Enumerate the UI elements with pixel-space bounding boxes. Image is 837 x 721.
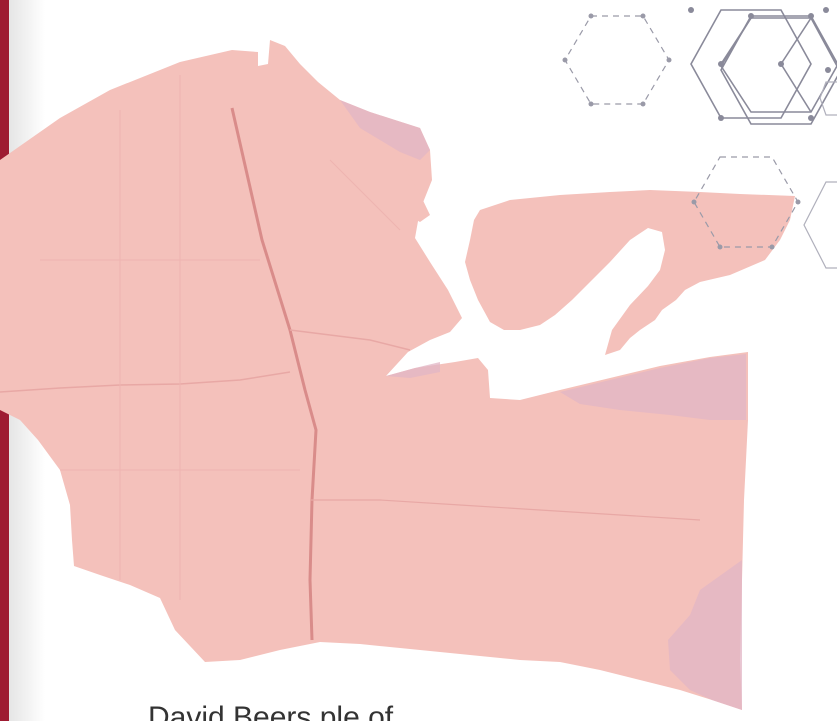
map-east-peninsula (465, 190, 795, 355)
map-road-west (0, 371, 291, 393)
map-highway (230, 107, 318, 641)
map-wetland-south (668, 560, 742, 710)
map-roads (0, 75, 701, 641)
hexagon-solid-cluster (690, 9, 837, 125)
map-road-south (310, 499, 701, 521)
map-road-grid-5 (329, 159, 401, 231)
map-wetland-southeast (560, 354, 746, 420)
map-landmass (0, 40, 795, 710)
hexagon-partial (803, 81, 837, 269)
hexagon-dashed-2-nodes (691, 199, 801, 250)
hexagon-dashed-1-nodes (562, 13, 672, 107)
map-wetland-north (340, 100, 430, 160)
hexagon-dashed-2 (693, 156, 799, 248)
hexagon-solid-nodes (688, 7, 831, 121)
map-wetlands (340, 100, 746, 710)
map-wetland-bay (386, 362, 440, 378)
map-north-cape (360, 140, 430, 222)
hexagon-dashed-1 (564, 15, 670, 105)
caption-text: David Beers ple of (148, 701, 394, 721)
map-road-central (289, 329, 411, 351)
map-main-area (0, 40, 748, 710)
